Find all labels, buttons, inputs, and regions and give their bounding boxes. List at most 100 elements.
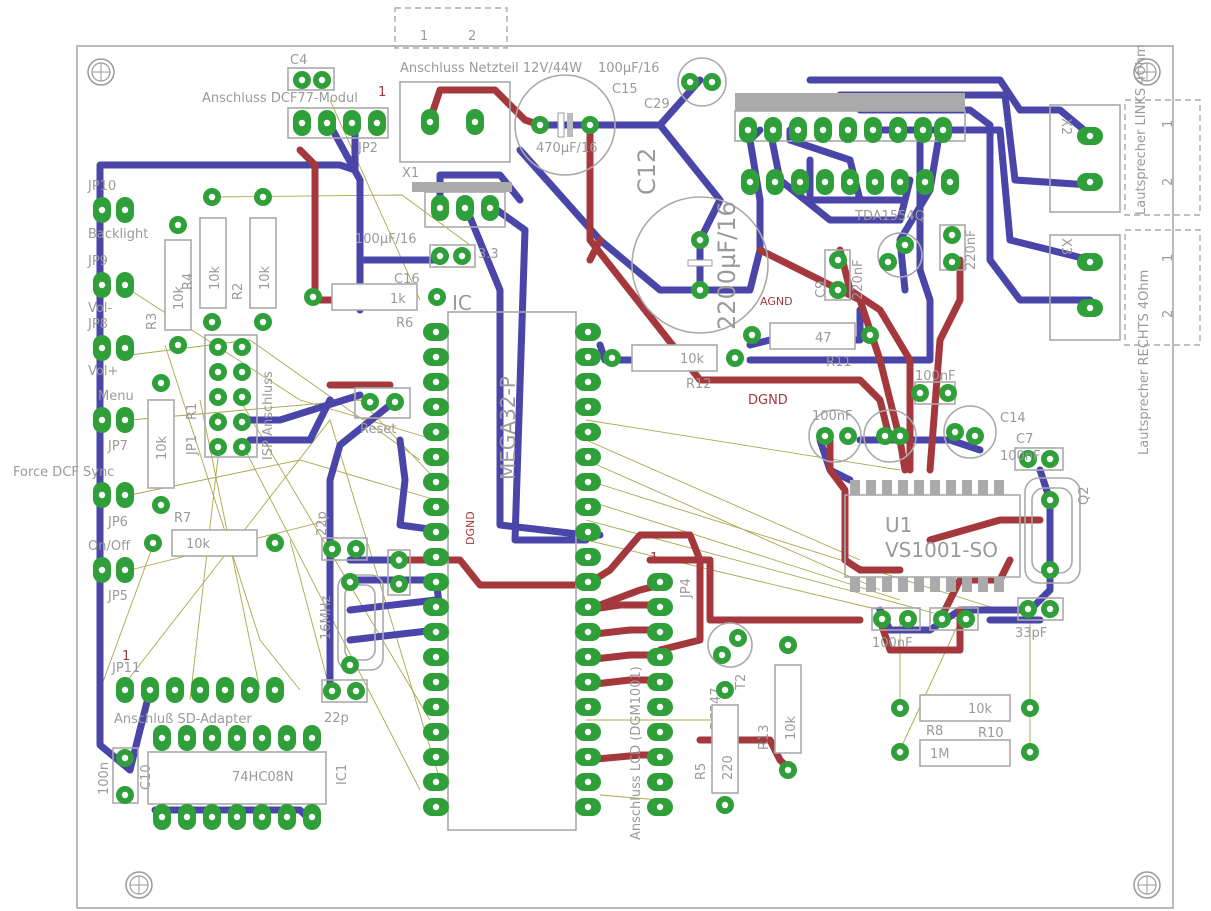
resistor-r12[interactable]: 10k R12: [603, 344, 744, 392]
board-outline: [76, 45, 1174, 909]
sd-adapter-connector-jp11[interactable]: 1 JP11 Anschluß SD-Adapter: [111, 649, 284, 727]
resistor-r10[interactable]: 1M R10: [891, 726, 1039, 767]
header-jp9-vol-minus[interactable]: JP9 Vol-: [87, 254, 134, 316]
lp-pin2-b: 2: [1161, 310, 1176, 318]
isp-label: ISP Anschluss: [261, 371, 276, 460]
mounting-hole-bottom-right: [1133, 871, 1161, 899]
resistor-r13[interactable]: R13 10k: [757, 636, 802, 779]
capacitor-cluster-top[interactable]: 100nF C14 100nF: [808, 369, 1026, 463]
c4-designator: C4: [290, 53, 307, 68]
r4-value-label: 10k: [208, 265, 223, 290]
dgnd-label-mcu: DGND: [464, 511, 477, 545]
reset-button-header[interactable]: Reset: [354, 387, 411, 437]
jp9-designator: JP9: [87, 254, 108, 269]
bottom-copper-traces: [96, 76, 1094, 824]
c15-value-label: 100µF/16: [598, 61, 659, 76]
c15-designator: C15: [612, 82, 638, 97]
pin1-marker-dcf: 1: [378, 85, 386, 100]
resistor-r11[interactable]: 47 R11: [743, 322, 879, 370]
cap-100nf-c-label: 100nF: [872, 636, 913, 651]
jp10-designator: JP10: [87, 179, 116, 194]
c9-designator: C9: [814, 281, 829, 298]
dgnd-label-right: DGND: [748, 393, 788, 408]
resistor-r8[interactable]: 10k R8: [891, 694, 1039, 739]
header-jp6-force-dcf[interactable]: Force DCF Sync JP6: [13, 465, 134, 530]
cap-100uf16-label: 100µF/16: [355, 232, 416, 247]
capacitor-c10[interactable]: 100n C10: [97, 747, 154, 804]
r3-value-label: 10k: [172, 285, 187, 310]
c10-designator: C10: [139, 764, 154, 790]
resistor-r1[interactable]: 10k JP1 R1: [147, 374, 200, 514]
speaker-connector-x2[interactable]: X2 1 2 Lautsprecher LINKS 4Ohm: [1049, 44, 1201, 216]
microcontroller-mega32[interactable]: IC MEGA32-P DGND: [423, 291, 601, 831]
lcd-connector-jp4[interactable]: 1 JP4 Anschluss LCD (DGM1001): [629, 551, 694, 840]
r11-value-label: 47: [815, 331, 832, 346]
c470-value-label: 470µF/16: [536, 141, 597, 156]
capacitor-33pf[interactable]: 33pF: [1015, 597, 1064, 641]
cap-220nf-label: 220nF: [964, 229, 979, 270]
quartz-label: 16MHz: [319, 595, 334, 640]
logic-ic-74hc08n[interactable]: 74HC08N IC1: [147, 725, 350, 830]
c10-value-label: 100n: [97, 762, 112, 795]
lp-pin2-a: 2: [1161, 178, 1176, 186]
mounting-hole-bottom-left: [125, 871, 153, 899]
resistor-r3[interactable]: R3 10k: [145, 216, 192, 354]
r3-designator: R3: [145, 313, 160, 330]
pin1-marker-sd: 1: [122, 649, 130, 664]
resistor-r6[interactable]: 1k R6: [304, 283, 446, 331]
vol-minus-label: Vol-: [88, 301, 112, 316]
header-jp5-onoff[interactable]: On/Off JP5: [88, 539, 134, 604]
amplifier-tda1554q[interactable]: TDA1554Q: [734, 93, 966, 224]
speaker-connector-x3[interactable]: X3 1 2 Lautsprecher RECHTS 4Ohm: [1049, 229, 1201, 455]
crystal-16mhz[interactable]: 16MHz: [319, 573, 384, 674]
cap-22p-b-label: 22p: [324, 711, 349, 726]
header-jp10-backlight[interactable]: JP10 Backlight: [87, 179, 148, 242]
lp-pin1-a: 1: [1161, 120, 1176, 128]
vol-plus-label: Vol+: [88, 364, 118, 379]
capacitor-near-crystal[interactable]: [387, 549, 411, 596]
capacitor-bottom-pair[interactable]: 100nF: [871, 607, 979, 651]
resistor-r5[interactable]: R5 220: [694, 681, 739, 814]
r12-value-label: 10k: [680, 352, 705, 367]
capacitor-c12-2200uf[interactable]: C12 2200µF/16: [631, 148, 769, 334]
jp4-designator: JP4: [679, 578, 694, 599]
cap-100nf-a-label: 100nF: [915, 369, 956, 384]
header-jp8-vol-plus[interactable]: JP8 Vol+: [87, 317, 134, 379]
cap-33pf-label: 33pF: [1015, 626, 1047, 641]
x1-pin1-label: 1: [420, 29, 428, 44]
capacitor-22p-top[interactable]: 22p: [315, 511, 368, 561]
dcf-connector-jp2[interactable]: C4 Anschluss DCF77-Modul 1 JP2: [202, 53, 389, 156]
decoder-u1-vs1001[interactable]: U1 VS1001-SO: [844, 480, 1021, 592]
r13-designator: R13: [757, 724, 772, 750]
r5-value-label: 220: [721, 755, 736, 780]
capacitor-220nf[interactable]: 220nF: [939, 224, 979, 271]
capacitor-470uf[interactable]: 470µF/16: [514, 74, 616, 176]
x3-designator: X3: [1058, 238, 1073, 255]
r8-value-label: 10k: [968, 702, 993, 717]
resistor-r4[interactable]: R4 10k: [181, 188, 227, 331]
r10-value-label: 1M: [930, 747, 950, 762]
capacitor-22p-bottom[interactable]: 22p: [321, 679, 368, 726]
header-jp7-menu[interactable]: Menu JP7: [93, 389, 134, 454]
jp1-designator: JP1: [185, 435, 200, 456]
crystal-q2[interactable]: Q2: [1024, 477, 1092, 584]
speaker-left-label: Lautsprecher LINKS 4Ohm: [1134, 44, 1149, 215]
power-connector-x1[interactable]: 1 2 Anschluss Netzteil 12V/44W X1: [394, 7, 582, 181]
r7-designator: R7: [174, 511, 191, 526]
voltage-regulator[interactable]: 3.3: [412, 182, 512, 262]
jp11-designator: JP11: [111, 661, 140, 676]
resistor-r2[interactable]: R2 10k: [231, 188, 277, 331]
resistor-r7[interactable]: R7 10k: [144, 511, 284, 557]
capacitor-small-ring[interactable]: [877, 232, 923, 278]
onoff-label: On/Off: [88, 539, 131, 554]
tda-chip-label: TDA1554Q: [854, 209, 925, 224]
menu-label: Menu: [98, 389, 134, 404]
capacitor-c9[interactable]: C9 220nF: [814, 249, 866, 301]
r13-value-label: 10k: [784, 715, 799, 740]
agnd-label: AGND: [760, 295, 793, 308]
c14-designator: C14: [1000, 411, 1026, 426]
capacitor-c7[interactable]: C7 100nF: [1000, 432, 1064, 471]
isp-connector[interactable]: ISP Anschluss: [204, 334, 276, 460]
capacitor-c29[interactable]: [677, 57, 727, 107]
